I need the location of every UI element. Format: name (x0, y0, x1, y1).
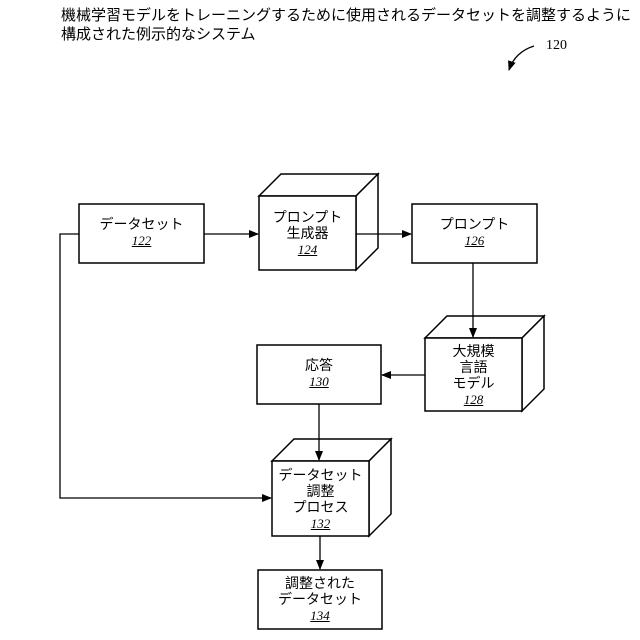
dataset-name: データセット (100, 217, 184, 233)
llm-label: 大規模 言語 モデル 128 (425, 344, 522, 408)
llm-name-1: 大規模 (425, 344, 522, 360)
llm-name-2: 言語 (425, 360, 522, 376)
llm-name-3: モデル (425, 376, 522, 392)
response-label: 応答 130 (257, 358, 381, 390)
llm-ref: 128 (425, 392, 522, 408)
prompt-label: プロンプト 126 (412, 217, 537, 249)
adjusted-dataset-label: 調整された データセット 134 (258, 576, 382, 624)
prompt-name: プロンプト (440, 217, 510, 233)
adjust-process-ref: 132 (272, 516, 369, 532)
response-ref: 130 (257, 374, 381, 390)
adjust-process-name-3: プロセス (272, 500, 369, 516)
adjust-process-name-2: 調整 (272, 484, 369, 500)
response-name: 応答 (305, 358, 333, 374)
prompt-generator-label: プロンプト 生成器 124 (259, 210, 356, 258)
adjust-process-label: データセット 調整 プロセス 132 (272, 468, 369, 532)
adjusted-dataset-ref: 134 (258, 608, 382, 624)
dataset-ref: 122 (79, 233, 204, 249)
arrow-dataset-to-process (60, 234, 271, 498)
dataset-label: データセット 122 (79, 217, 204, 249)
prompt-generator-ref: 124 (259, 242, 356, 258)
adjust-process-name-1: データセット (272, 468, 369, 484)
figure-ref-arrow (509, 46, 534, 70)
adjusted-dataset-name-2: データセット (258, 592, 382, 608)
adjusted-dataset-name-1: 調整された (258, 576, 382, 592)
prompt-generator-name-2: 生成器 (259, 226, 356, 242)
prompt-ref: 126 (412, 233, 537, 249)
prompt-generator-name-1: プロンプト (259, 210, 356, 226)
